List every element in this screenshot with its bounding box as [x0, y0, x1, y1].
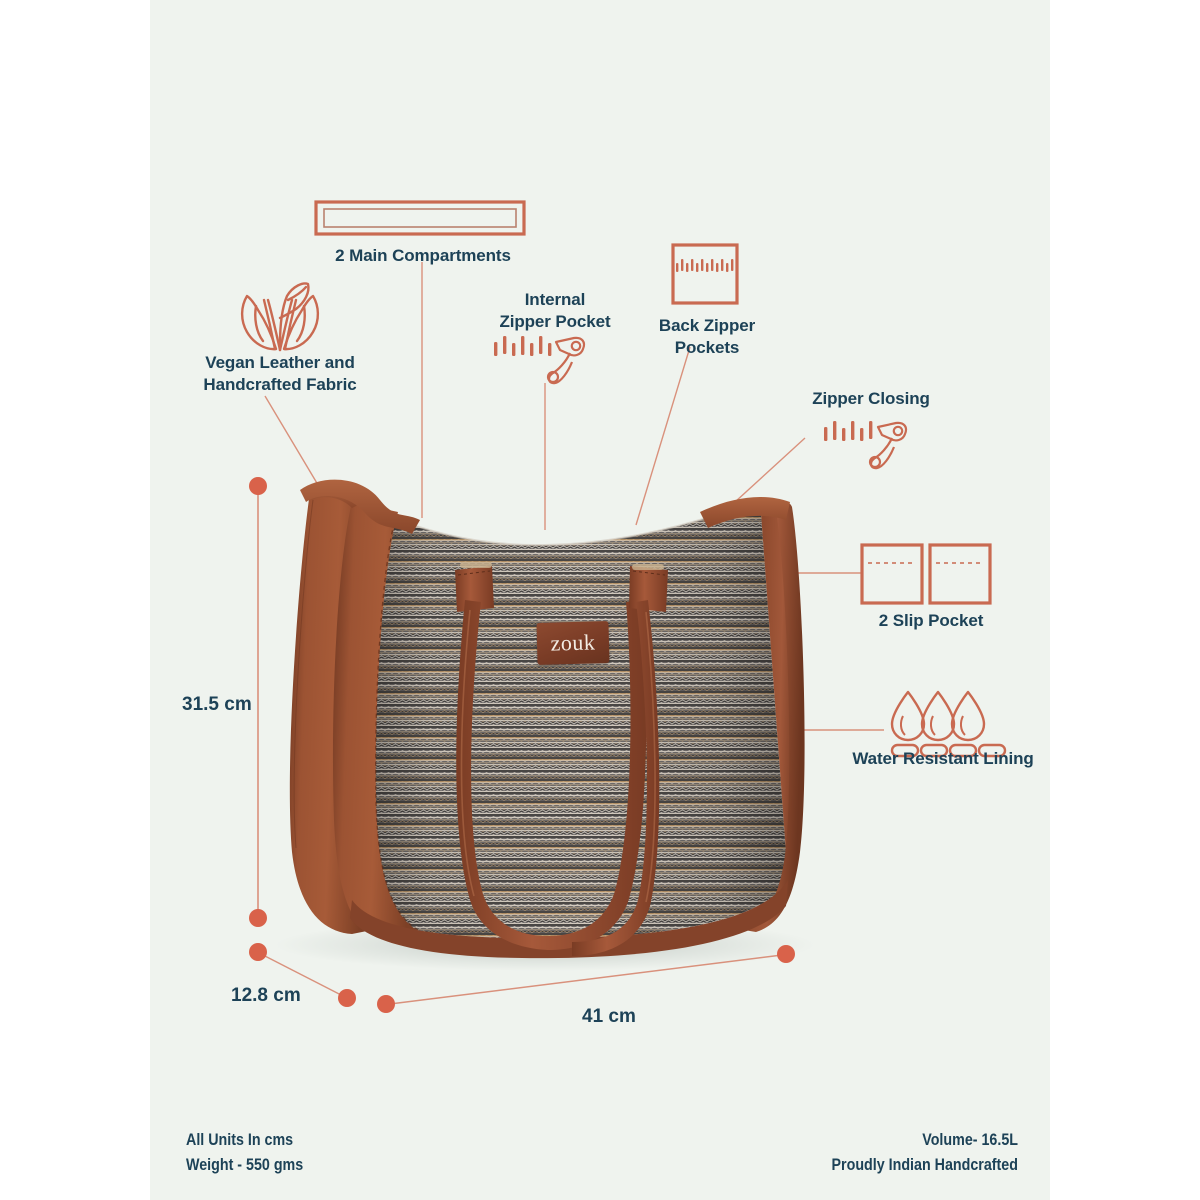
dimension-height: 31.5 cm	[182, 694, 252, 715]
feature-label-back-zipper-pockets: Back Zipper Pockets	[658, 316, 756, 357]
feature-label-zipper-closing: Zipper Closing	[812, 389, 930, 408]
feature-label-internal-zipper-pocket: Internal Zipper Pocket	[499, 290, 611, 331]
feature-label-slip-pocket: 2 Slip Pocket	[878, 611, 984, 630]
feature-label-vegan-leather: Vegan Leather and Handcrafted Fabric	[203, 353, 357, 394]
footer-units-note: All Units In cms	[186, 1130, 294, 1149]
footer-volume-note: Volume- 16.5L	[922, 1130, 1018, 1149]
footer-handcrafted-note: Proudly Indian Handcrafted	[831, 1155, 1018, 1174]
feature-label-main-compartments: 2 Main Compartments	[335, 246, 511, 265]
brand-logo-text: zouk	[550, 629, 596, 656]
brand-logo-patch: zouk	[536, 621, 610, 665]
dimension-width: 41 cm	[582, 1006, 636, 1027]
dimension-depth: 12.8 cm	[231, 985, 301, 1006]
footer-weight-note: Weight - 550 gms	[186, 1155, 304, 1174]
feature-label-water-resistant-lining: Water Resistant Lining	[852, 749, 1034, 768]
